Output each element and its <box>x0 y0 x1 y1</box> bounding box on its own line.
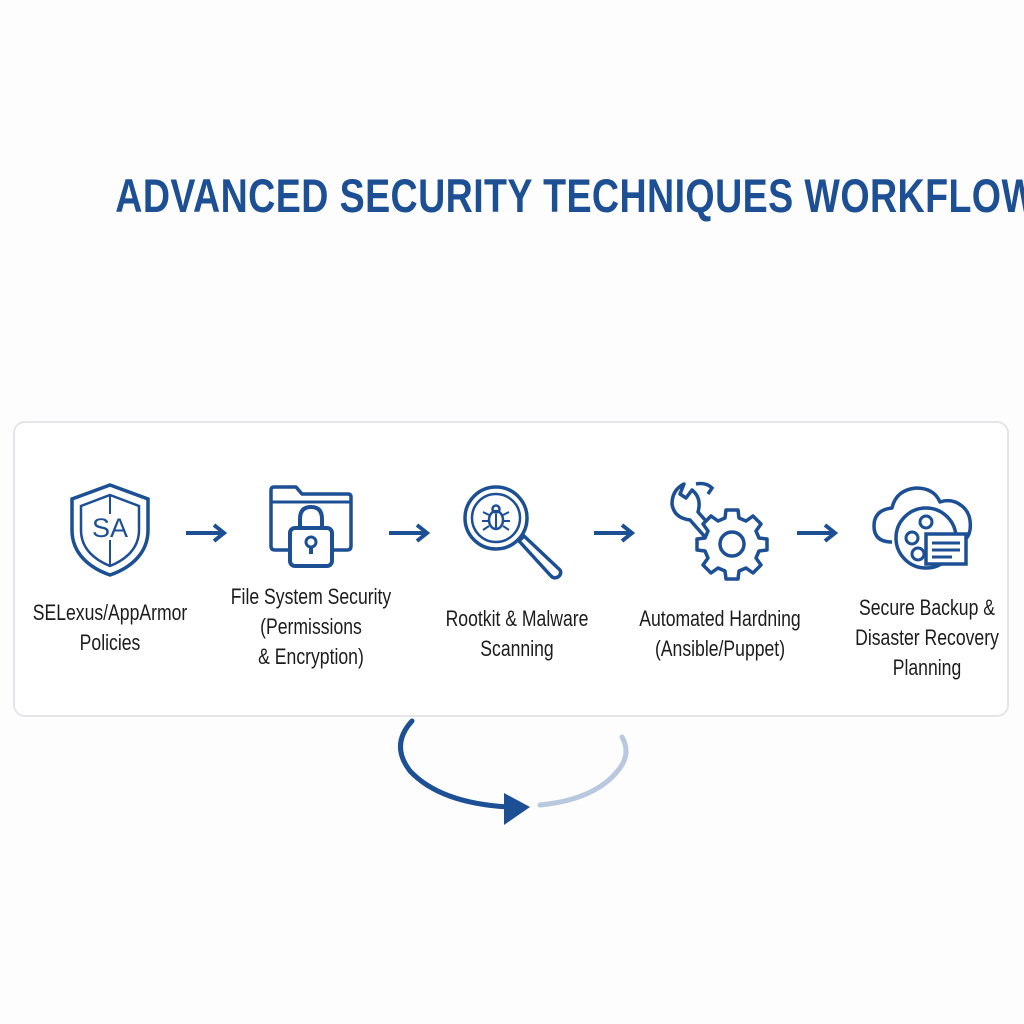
label-line: Disaster Recovery <box>855 625 999 650</box>
label-line: Secure Backup & <box>859 595 995 620</box>
step-label-selinux: SELexus/AppArmor Policies <box>0 598 220 658</box>
wrench-gear-icon <box>670 481 769 581</box>
arrow-right-icon <box>797 523 839 543</box>
label-line: Rootkit & Malware <box>445 606 589 631</box>
step-label-rootkit: Rootkit & Malware Scanning <box>407 604 627 664</box>
label-line: (Ansible/Puppet) <box>654 636 786 661</box>
workflow-panel <box>13 421 1009 717</box>
step-label-backup: Secure Backup & Disaster Recovery Planni… <box>817 593 1024 683</box>
label-line: Automated Hardning <box>639 606 801 631</box>
label-line: Scanning <box>480 636 554 661</box>
step-label-filesystem: File System Security (Permissions & Encr… <box>201 582 421 672</box>
label-line: File System Security <box>230 584 392 609</box>
label-line: Policies <box>79 630 141 655</box>
folder-lock-icon <box>269 485 353 568</box>
label-line: & Encryption) <box>258 644 364 669</box>
arrow-right-icon <box>594 523 636 543</box>
label-line: SELexus/AppArmor <box>32 600 188 625</box>
arrow-right-icon <box>186 523 228 543</box>
label-line: (Permissions <box>260 614 362 639</box>
magnifier-bug-icon <box>463 485 563 580</box>
cloud-backup-icon <box>872 486 973 570</box>
cycle-arrow-icon <box>398 718 629 825</box>
arrow-right-icon <box>389 523 431 543</box>
shield-icon: SA <box>70 483 150 577</box>
label-line: Planning <box>892 655 962 680</box>
title-text: ADVANCED SECURITY TECHNIQUES WORKFLOW <box>115 169 1024 222</box>
diagram-title: ADVANCED SECURITY TECHNIQUES WORKFLOW <box>0 168 1024 223</box>
shield-icon-text: SA <box>92 513 128 543</box>
step-label-hardening: Automated Hardning (Ansible/Puppet) <box>610 604 830 664</box>
